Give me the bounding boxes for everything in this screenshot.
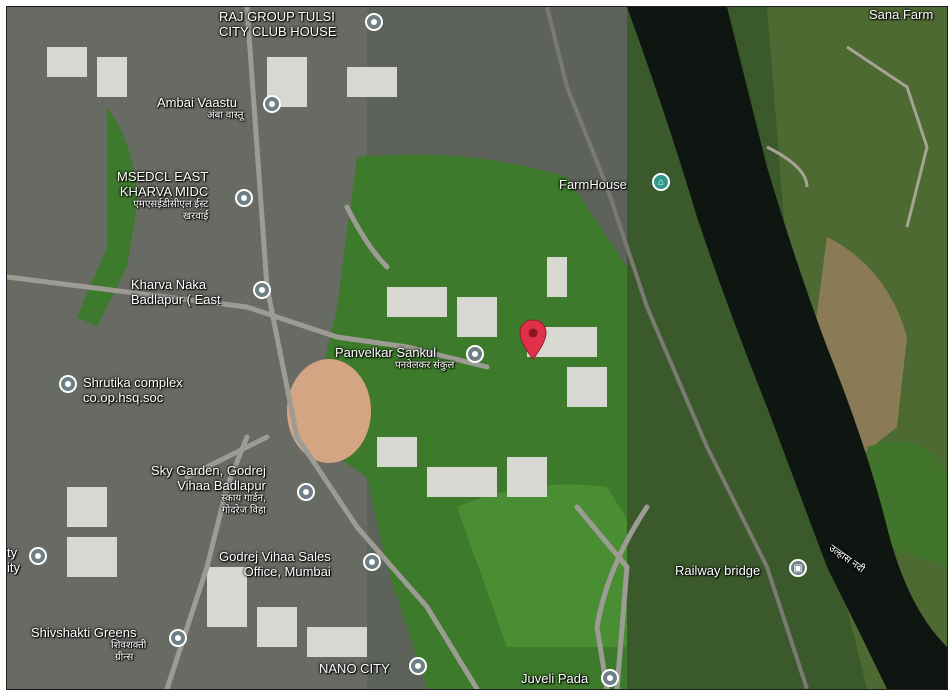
map-pin-icon[interactable] [59, 375, 77, 393]
place-label-farmhouse[interactable]: FarmHouse [559, 177, 627, 192]
place-name-local: शिवशक्ती [111, 640, 147, 651]
place-name-local2: खरवाई [182, 211, 209, 222]
place-name-local2: गोदरेज विहा [222, 505, 266, 516]
place-label-msedcl[interactable]: MSEDCL EAST KHARVA MIDC एमएसईडीसीएल ईस्ट… [117, 169, 208, 223]
place-name-line2: Office, Mumbai [243, 564, 331, 579]
map-pin-icon[interactable] [235, 189, 253, 207]
map-pin-icon[interactable] [263, 95, 281, 113]
place-name-line2: CITY CLUB HOUSE [219, 24, 337, 39]
place-label-railway-bridge[interactable]: Railway bridge [675, 563, 760, 578]
place-name-local: पनवेलकर संकुल [395, 360, 455, 371]
map-viewport[interactable]: RAJ GROUP TULSI CITY CLUB HOUSE Sana Far… [6, 6, 948, 690]
place-name-line2: co.op.hsq.soc [83, 390, 164, 405]
place-name: Shivshakti Greens [31, 625, 137, 640]
place-label-shivshakti-greens[interactable]: Shivshakti Greens शिवशक्ती ग्रीन्स [31, 625, 146, 664]
place-label-ambai-vaastu[interactable]: Ambai Vaastu अंबा वास्तू [157, 95, 243, 122]
place-label-juveli-pada[interactable]: Juveli Pada [521, 671, 588, 686]
place-label-nano-city[interactable]: NANO CITY [319, 661, 390, 676]
place-name: Shrutika complex [83, 375, 183, 390]
place-name-local2: ग्रीन्स [115, 652, 134, 663]
place-label-shrutika-complex[interactable]: Shrutika complex co.op.hsq.soc [83, 375, 183, 405]
house-pin-icon[interactable]: ⌂ [652, 173, 670, 191]
red-location-marker-icon[interactable] [519, 319, 547, 361]
map-pin-icon[interactable] [365, 13, 383, 31]
place-name: Kharva Naka [131, 277, 207, 292]
place-name: Sky Garden, Godrej [151, 463, 266, 478]
place-name: Ambai Vaastu [157, 95, 237, 110]
place-name: Sana Farm [869, 7, 934, 22]
place-name: MSEDCL EAST [117, 169, 209, 184]
satellite-imagery [7, 7, 947, 689]
train-pin-icon[interactable]: ▣ [789, 559, 807, 577]
place-name: NANO CITY [319, 661, 390, 676]
place-name-line2: Badlapur ( East [131, 292, 221, 307]
place-name-line2: Vihaa Badlapur [177, 478, 266, 493]
place-label-sky-garden[interactable]: Sky Garden, Godrej Vihaa Badlapur स्काय … [151, 463, 266, 517]
place-name: Panvelkar Sankul [335, 345, 437, 360]
map-pin-icon[interactable] [363, 553, 381, 571]
place-name-line2: KHARVA MIDC [119, 184, 209, 199]
map-pin-icon[interactable] [297, 483, 315, 501]
map-pin-icon[interactable] [169, 629, 187, 647]
place-name: ty [7, 545, 18, 560]
place-name: RAJ GROUP TULSI [219, 9, 335, 24]
place-name: Railway bridge [675, 563, 761, 578]
map-pin-icon[interactable] [409, 657, 427, 675]
map-pin-icon[interactable] [601, 669, 619, 687]
place-name-local: एमएसईडीसीएल ईस्ट [133, 199, 209, 210]
map-pin-icon[interactable] [466, 345, 484, 363]
place-name-line2: ity [7, 560, 20, 575]
place-label-sana-farm[interactable]: Sana Farm [869, 7, 933, 22]
place-name: Juveli Pada [521, 671, 589, 686]
place-label-raj-group[interactable]: RAJ GROUP TULSI CITY CLUB HOUSE [219, 9, 337, 39]
map-pin-icon[interactable] [253, 281, 271, 299]
place-label-kharva-naka[interactable]: Kharva Naka Badlapur ( East [131, 277, 221, 307]
place-name: Godrej Vihaa Sales [219, 549, 331, 564]
place-label-edge-cutoff[interactable]: ty ity [7, 545, 20, 575]
place-name-local: अंबा वास्तू [207, 110, 244, 121]
map-pin-icon[interactable] [29, 547, 47, 565]
place-label-panvelkar-sankul[interactable]: Panvelkar Sankul पनवेलकर संकुल [335, 345, 454, 372]
place-name: FarmHouse [559, 177, 627, 192]
place-label-godrej-vihaa-sales[interactable]: Godrej Vihaa Sales Office, Mumbai [219, 549, 331, 579]
place-name-local: स्काय गार्डन, [221, 493, 266, 504]
